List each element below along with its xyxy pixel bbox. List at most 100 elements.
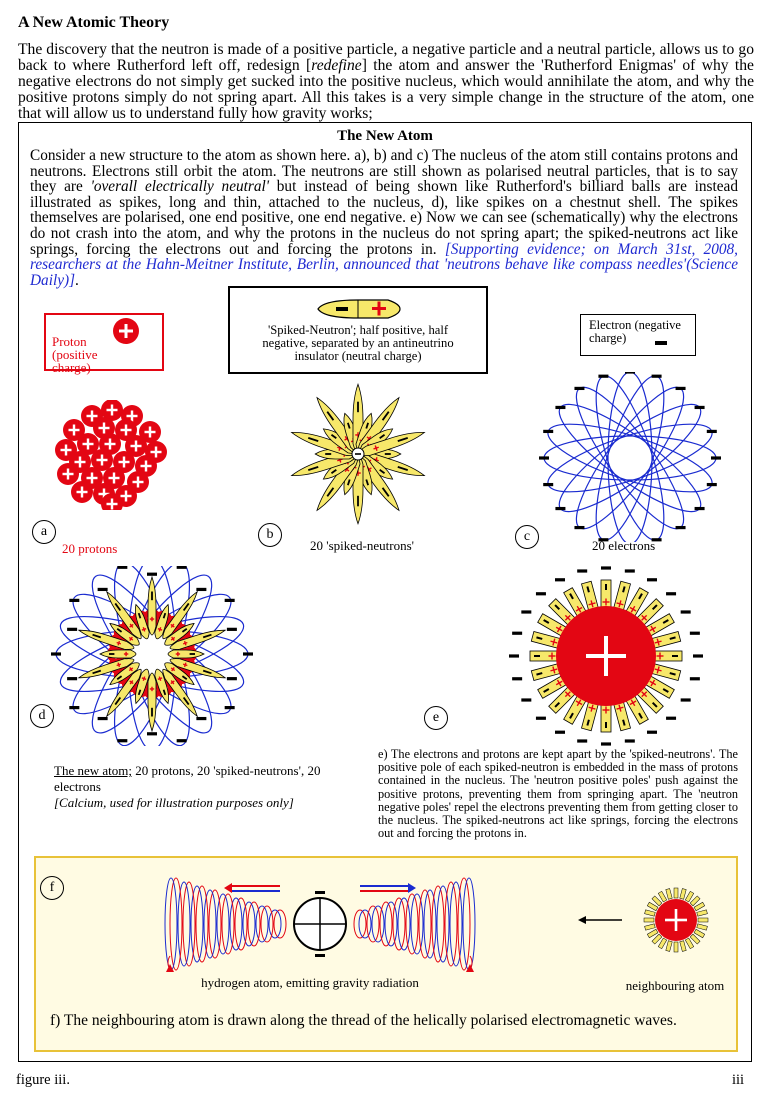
figure-label: figure iii. (16, 1072, 70, 1089)
spiked-neutron (531, 632, 561, 649)
caption-e: e) The electrons and protons are kept ap… (378, 748, 738, 840)
electron (666, 592, 676, 595)
arrow-left-icon (224, 883, 232, 893)
page-title: A New Atomic Theory (18, 14, 169, 32)
label-b: b (258, 523, 282, 547)
box-paragraph: Consider a new structure to the atom as … (30, 148, 738, 288)
electron (601, 566, 611, 569)
electron (227, 628, 237, 631)
electron-legend: Electron (negative charge) (580, 314, 696, 356)
electron (681, 698, 691, 701)
electron (225, 599, 235, 602)
spiked-neutron (100, 650, 136, 658)
electron (512, 677, 522, 680)
proton (57, 463, 79, 485)
electron (681, 610, 691, 613)
label-f: f (40, 876, 64, 900)
spiked-neutron (582, 701, 599, 731)
electron (543, 483, 553, 486)
electron (117, 566, 127, 569)
spiked-neutrons-diagram (278, 374, 438, 534)
caption-neighbour: neighbouring atom (620, 978, 730, 994)
electron (625, 569, 635, 572)
spiked-neutron (654, 651, 682, 661)
spiked-neutron-icon (314, 296, 402, 322)
spiked-neutron (651, 632, 681, 649)
proton (71, 481, 93, 503)
spiked-neutron (601, 704, 611, 732)
electron (555, 731, 565, 734)
spiked-neutron (582, 581, 599, 611)
electron (98, 717, 108, 720)
electron (196, 717, 206, 720)
electron (693, 654, 703, 657)
electron (147, 573, 157, 576)
caption-hydrogen: hydrogen atom, emitting gravity radiatio… (190, 975, 430, 991)
electron (521, 698, 531, 701)
label-c: c (515, 525, 539, 549)
electron (67, 677, 77, 680)
electron (690, 632, 700, 635)
electron (51, 652, 61, 655)
electron (512, 632, 522, 635)
proton-legend: Proton (positive charge) (44, 313, 164, 371)
electron (98, 588, 108, 591)
electron (147, 732, 157, 735)
electron (227, 677, 237, 680)
spiked-neutron (530, 651, 558, 661)
electron (625, 372, 635, 374)
arrow-left-icon (578, 916, 622, 924)
spiked-neutron (614, 701, 631, 731)
electron (676, 387, 686, 390)
electron (536, 717, 546, 720)
caption-neutrons: 20 'spiked-neutrons' (310, 538, 414, 554)
electron (509, 654, 519, 657)
label-d: d (30, 704, 54, 728)
electron (117, 739, 127, 742)
hydrogen-emission-diagram (140, 866, 500, 978)
protons-diagram (52, 400, 172, 510)
electron (555, 507, 565, 510)
intro-paragraph: The discovery that the neutron is made o… (18, 42, 754, 122)
spiked-neutron (531, 664, 561, 681)
electron (647, 731, 657, 734)
electrons-diagram (530, 372, 730, 542)
page-number: iii (732, 1072, 744, 1089)
electron (598, 375, 608, 378)
spiked-neutron (168, 650, 204, 658)
label-a: a (32, 520, 56, 544)
electron-icon (655, 341, 667, 345)
electron (555, 578, 565, 581)
electron (577, 739, 587, 742)
new-atom-diagram (40, 566, 270, 746)
electron (521, 610, 531, 613)
arrow-right-icon (408, 883, 416, 893)
electron (555, 406, 565, 409)
label-e: e (424, 706, 448, 730)
electron (652, 375, 662, 378)
electron (574, 526, 584, 529)
electron (196, 588, 206, 591)
caption-protons: 20 protons (62, 541, 117, 557)
proton-icon (112, 317, 140, 345)
caption-electrons: 20 electrons (592, 538, 655, 554)
electron (543, 430, 553, 433)
electron (690, 677, 700, 680)
electron (243, 652, 253, 655)
electron (69, 599, 79, 602)
electron (695, 507, 705, 510)
box-title: The New Atom (0, 128, 770, 145)
caption-new-atom: The new atom; 20 protons, 20 'spiked-neu… (54, 763, 344, 811)
electron (625, 739, 635, 742)
electron (539, 456, 549, 459)
neighbouring-atom (644, 888, 708, 952)
neighbouring-atom-diagram (572, 886, 722, 962)
hydrogen-atom (294, 891, 346, 957)
electron (676, 526, 686, 529)
electron (225, 706, 235, 709)
electron (177, 739, 187, 742)
electron (69, 706, 79, 709)
neutron-legend: 'Spiked-Neutron'; half positive, half ne… (228, 286, 488, 374)
spiked-neutron (148, 577, 156, 635)
electron (601, 742, 611, 745)
